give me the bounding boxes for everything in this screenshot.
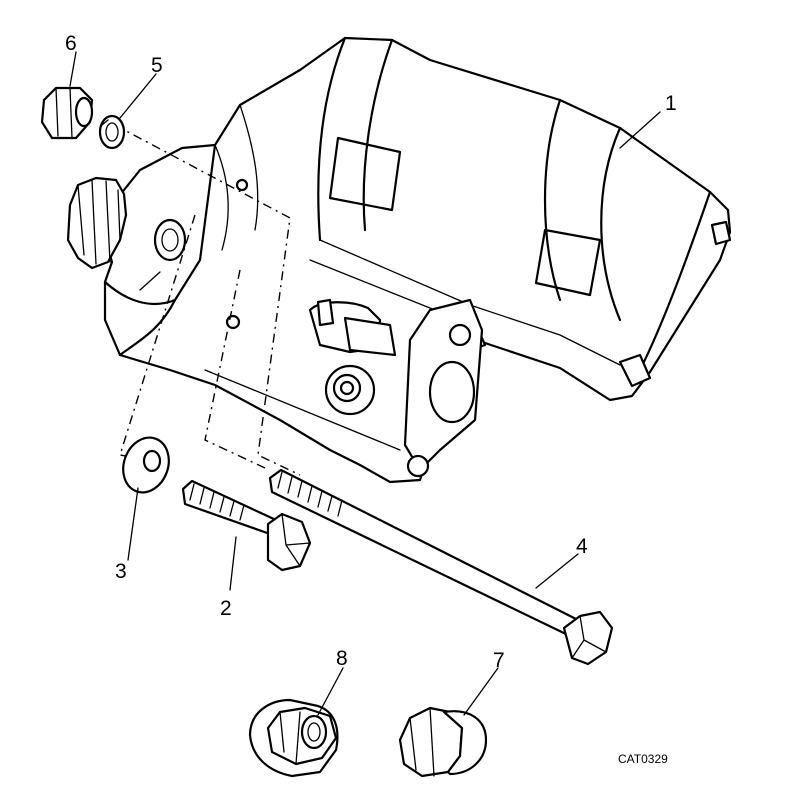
assembly-centre-lines [114,124,301,476]
plain-washer-part-3 [122,436,170,494]
starter-motor [66,36,732,484]
callout-6: 6 [65,32,77,55]
leader-lines [69,51,661,716]
long-bolt-part-4 [268,468,614,666]
callout-1: 1 [665,92,677,115]
callout-2: 2 [220,597,232,620]
callout-8: 8 [336,647,348,670]
flange-nut-part-8 [248,698,339,778]
catalog-code: CAT0329 [618,752,668,766]
callout-5: 5 [151,54,163,77]
dome-nut-part-7 [398,706,488,778]
callout-7: 7 [493,649,505,672]
flange-nut-part-6 [40,86,94,140]
spring-washer-part-5 [98,114,126,150]
callout-4: 4 [576,535,588,558]
callout-3: 3 [115,560,127,583]
short-bolt-part-2 [181,479,312,572]
